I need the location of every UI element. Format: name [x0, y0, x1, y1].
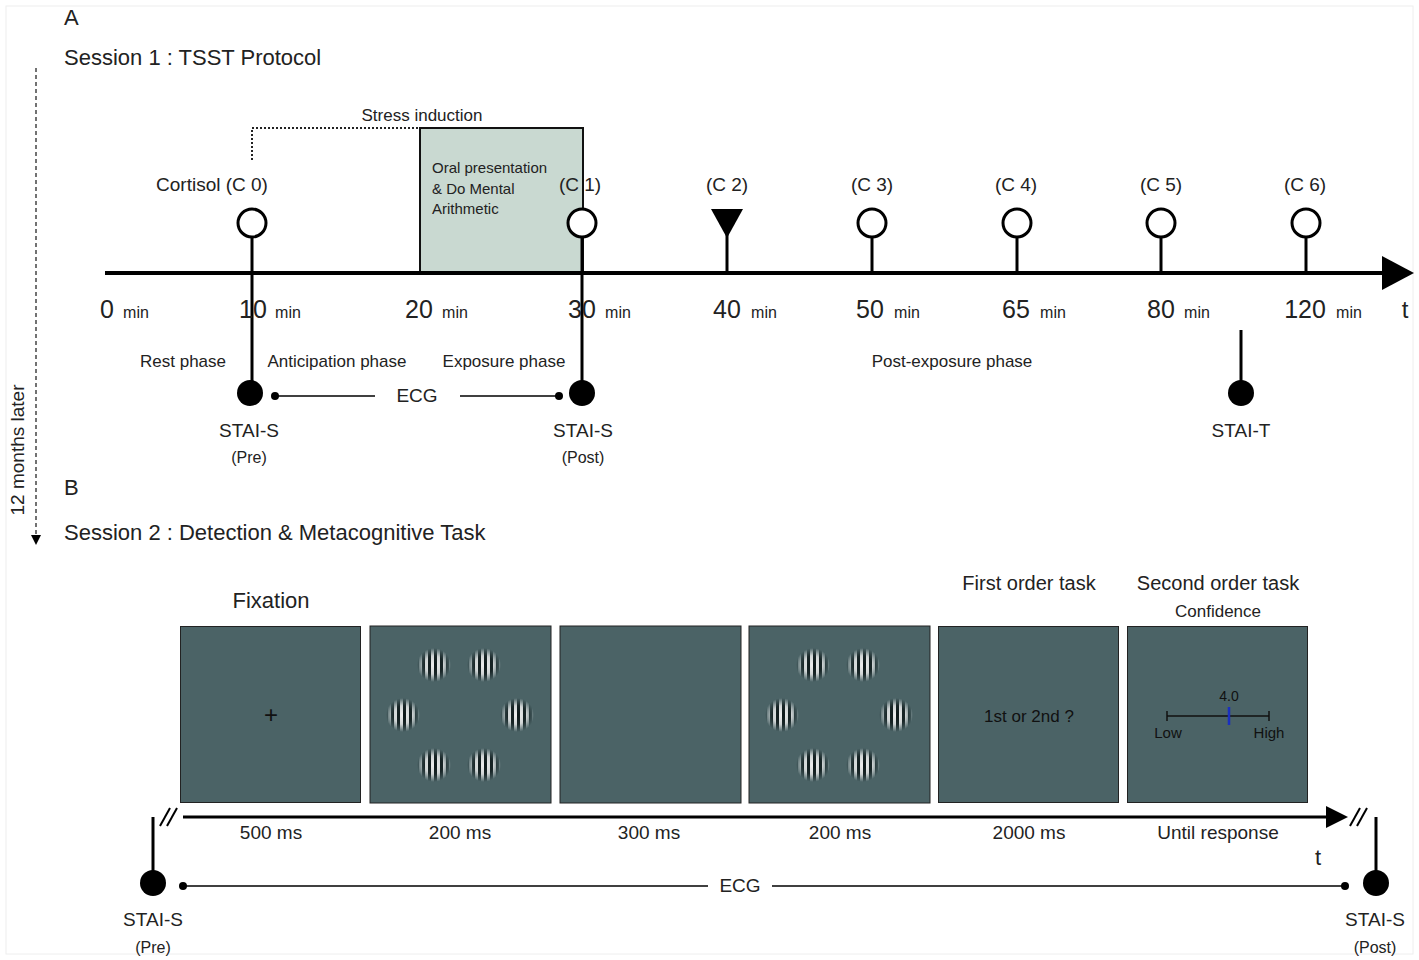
- label: STAI-S: [219, 420, 279, 442]
- gabor-patch: [796, 648, 830, 682]
- node-text: First order task: [962, 572, 1095, 595]
- label: min: [275, 304, 301, 322]
- confidence-screen: Second order taskConfidence4.0LowHigh: [1127, 626, 1308, 803]
- label: ECG: [396, 385, 437, 407]
- label: (C 6): [1284, 174, 1326, 196]
- label: Anticipation phase: [268, 352, 407, 372]
- label: 65: [1002, 295, 1030, 324]
- node-text: 1st or 2nd ?: [984, 707, 1074, 727]
- label: min: [1336, 304, 1362, 322]
- node-text: +: [264, 701, 278, 729]
- gabor-patch: [879, 698, 913, 732]
- label: (C 3): [851, 174, 893, 196]
- label: Session 1 : TSST Protocol: [64, 45, 321, 70]
- label: 0: [100, 295, 114, 324]
- label: Exposure phase: [443, 352, 566, 372]
- node-text: Confidence: [1175, 602, 1261, 622]
- label: Post-exposure phase: [872, 352, 1033, 372]
- gabor-patch: [417, 648, 451, 682]
- label: A: [64, 5, 79, 30]
- label: min: [123, 304, 149, 322]
- label: t: [1315, 845, 1321, 870]
- node-text: High: [1254, 724, 1285, 741]
- scale-line: [1167, 715, 1269, 717]
- gabor-patch: [846, 648, 880, 682]
- gabor-patch: [467, 748, 501, 782]
- label: (C 2): [706, 174, 748, 196]
- fixation-screen: Fixation+: [180, 626, 361, 803]
- label: (Pre): [231, 449, 267, 467]
- response-screen: First order task1st or 2nd ?: [938, 626, 1119, 803]
- label: 30: [568, 295, 596, 324]
- confidence-scale: [1128, 627, 1309, 804]
- gabor-patch: [467, 648, 501, 682]
- gabor-patch: [846, 748, 880, 782]
- label: (C 1): [559, 174, 601, 196]
- label: STAI-T: [1212, 420, 1271, 442]
- label: Cortisol (C 0): [156, 174, 268, 196]
- label: (C 4): [995, 174, 1037, 196]
- label: 2000 ms: [993, 822, 1066, 844]
- label: min: [605, 304, 631, 322]
- node-text: Low: [1154, 724, 1182, 741]
- label: (Post): [1354, 939, 1397, 957]
- label: min: [751, 304, 777, 322]
- label: 500 ms: [240, 822, 302, 844]
- label: 80: [1147, 295, 1175, 324]
- label: STAI-S: [1345, 909, 1405, 931]
- node-text: 4.0: [1219, 688, 1238, 704]
- label: (Pre): [135, 939, 171, 957]
- label: min: [894, 304, 920, 322]
- label: STAI-S: [123, 909, 183, 931]
- gabor-patch: [765, 698, 799, 732]
- label: 300 ms: [618, 822, 680, 844]
- label: ECG: [719, 875, 760, 897]
- label: t: [1402, 296, 1409, 324]
- label: 10: [239, 295, 267, 324]
- label: 50: [856, 295, 884, 324]
- label: Stress induction: [362, 106, 483, 126]
- node-text: Second order task: [1137, 572, 1299, 595]
- label: 20: [405, 295, 433, 324]
- label: 200 ms: [809, 822, 871, 844]
- label: 40: [713, 295, 741, 324]
- node-text: Fixation: [232, 588, 309, 613]
- label: min: [1184, 304, 1210, 322]
- label: B: [64, 475, 79, 500]
- scale-line: [1228, 707, 1231, 725]
- label: 12 months later: [7, 385, 29, 516]
- label: min: [442, 304, 468, 322]
- label: Until response: [1157, 822, 1278, 844]
- gabor-patch: [796, 748, 830, 782]
- stress-box: Oral presentation & Do Mental Arithmetic: [420, 128, 583, 273]
- label: Rest phase: [140, 352, 226, 372]
- label: 200 ms: [429, 822, 491, 844]
- gabor-patch: [417, 748, 451, 782]
- scale-line: [1268, 711, 1270, 721]
- label: 120: [1284, 295, 1326, 324]
- gabor-patch: [500, 698, 534, 732]
- label: min: [1040, 304, 1066, 322]
- scale-line: [1166, 711, 1168, 721]
- label: Session 2 : Detection & Metacognitive Ta…: [64, 520, 485, 545]
- label: (Post): [562, 449, 605, 467]
- gabor-patch: [386, 698, 420, 732]
- label: (C 5): [1140, 174, 1182, 196]
- node-text: Oral presentation & Do Mental Arithmetic: [432, 158, 556, 220]
- label: STAI-S: [553, 420, 613, 442]
